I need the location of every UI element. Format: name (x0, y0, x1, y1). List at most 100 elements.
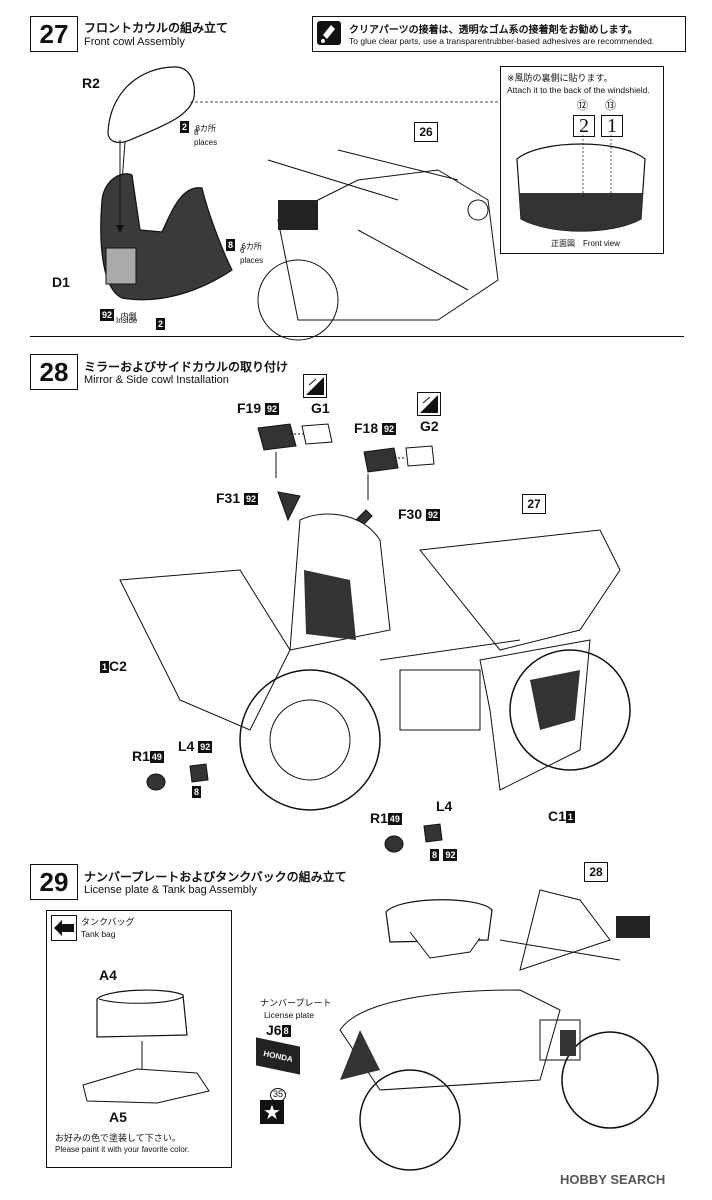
motorcycle-side-illustration-28 (119, 513, 631, 811)
clear-part-icon-g2 (417, 392, 441, 416)
part-r1a-text: R1 (132, 748, 150, 764)
windshield-front-view (516, 135, 646, 232)
inside-jp: 内側 (120, 312, 137, 321)
tank-bag-jp: タンクバッグ (81, 917, 135, 927)
part-c1-color: 1 (565, 811, 575, 824)
color-92-chip: 92 (100, 308, 115, 321)
color-2-chip: 2 (180, 120, 190, 133)
inside-en: Inside (116, 316, 138, 325)
part-f31-color: 92 (244, 493, 259, 506)
part-f30-label: F30 92 (398, 506, 441, 522)
part-c2-text: C2 (109, 658, 127, 674)
step-28-title-en: Mirror & Side cowl Installation (84, 374, 229, 386)
reflector-r1-left (146, 763, 209, 791)
leader-r2-to-view (190, 101, 500, 103)
ref-box-28: 28 (584, 862, 608, 882)
part-l4b-label: L4 (436, 798, 453, 814)
part-f19-text: F19 (237, 400, 262, 416)
part-j6-color: 8 (281, 1025, 291, 1038)
license-plate-en: License plate (264, 1010, 315, 1020)
front-view-jp: 正面図 (551, 239, 575, 248)
front-view-en: Front view (583, 239, 620, 248)
part-f19-label: F19 92 (237, 400, 280, 416)
part-f31-shape (277, 491, 301, 522)
part-r1b-text: R1 (370, 810, 388, 826)
step-27-title-jp: フロントカウルの組み立て (84, 21, 229, 35)
windshield-note-en: Attach it to the back of the windshield. (507, 85, 650, 95)
part-f19-color: 92 (265, 403, 280, 416)
part-l4a-label: L4 92 (178, 738, 213, 754)
motorcycle-rear-illustration-29 (339, 889, 659, 1171)
colors-8-92-note: 8 92 (430, 846, 458, 864)
step-29-title-jp: ナンバープレートおよびタンクバックの組み立て (84, 870, 347, 884)
decal-2-box: 2 (573, 115, 595, 137)
tank-bag-a4-shape (96, 989, 188, 1075)
color-8-chip: 8 (226, 238, 236, 251)
decal-1-box: 1 (601, 115, 623, 137)
tank-bag-assembled (385, 899, 493, 959)
step-27-frame (30, 54, 684, 337)
places-6-note: 8 6カ所 6 places (226, 236, 263, 265)
mirror-f19-g1 (257, 423, 333, 478)
watermark-text: HOBBY SEARCH (560, 1172, 666, 1187)
part-a4-label: A4 (99, 967, 117, 983)
part-f30-text: F30 (398, 506, 423, 522)
part-f18-text: F18 (354, 420, 379, 436)
glue-tip-en: To glue clear parts, use a transparentru… (349, 36, 655, 46)
optional-part-icon (51, 915, 77, 941)
part-f31-text: F31 (216, 490, 241, 506)
places-6-en: 6 places (240, 246, 264, 265)
step-28-title-jp: ミラーおよびサイドカウルの取り付け (84, 360, 289, 374)
color-8b-chip: 8 (430, 848, 440, 861)
watermark: HOBBY SEARCH (560, 1172, 665, 1187)
license-plate-text: HONDA (263, 1048, 293, 1064)
places-8-en: 8 places (194, 128, 218, 147)
places-6-jp: 6カ所 (241, 242, 262, 251)
glue-tip-box: クリアパーツの接着は、透明なゴム系の接着剤をお勧めします。 To glue cl… (312, 16, 686, 52)
part-r1a-color: 49 (149, 751, 164, 764)
windshield-note-jp: ※風防の裏側に貼ります。 (507, 73, 613, 83)
part-c2-color: 1 (100, 661, 110, 674)
part-g2-label: G2 (420, 418, 439, 434)
motorcycle-front-illustration-27 (257, 149, 499, 341)
color-92b-chip: 92 (443, 848, 458, 861)
part-c1-text: C1 (548, 808, 566, 824)
part-g1-label: G1 (311, 400, 330, 416)
step-27-title-en: Front cowl Assembly (84, 36, 185, 48)
part-r2-label: R2 (82, 75, 100, 91)
decal-12-number: ⑫ (577, 100, 588, 112)
ref-box-27: 27 (522, 494, 546, 514)
part-f18-label: F18 92 (354, 420, 397, 436)
part-d1-label: D1 (52, 274, 70, 290)
glue-tip-jp: クリアパーツの接着は、透明なゴム系の接着剤をお勧めします。 (349, 25, 638, 36)
color-8a-chip: 8 (192, 786, 202, 798)
part-f30-color: 92 (426, 509, 441, 522)
paint-note-en: Please paint it with your favorite color… (55, 1145, 190, 1154)
step-28-number: 28 (30, 354, 78, 390)
part-j6-text: J6 (266, 1022, 282, 1038)
reflector-r1-right (384, 823, 443, 853)
tank-bag-en: Tank bag (81, 929, 116, 939)
decal-star-icon: ★ (260, 1100, 284, 1124)
step-29-title-en: License plate & Tank bag Assembly (84, 884, 257, 896)
windshield-detail-box: ※風防の裏側に貼ります。 Attach it to the back of th… (500, 66, 664, 254)
step-27-number: 27 (30, 16, 78, 52)
color-2b-chip: 2 (156, 318, 166, 330)
license-plate-jp: ナンバープレート (260, 998, 332, 1008)
part-f18-color: 92 (382, 423, 397, 436)
tank-bag-a5-base (82, 1068, 210, 1104)
inside-note: 92 内側 Inside (100, 306, 138, 325)
part-r1b-color: 49 (387, 813, 402, 826)
front-cowl-d1 (100, 140, 233, 301)
part-l4a-color: 92 (198, 741, 213, 754)
part-l4a-text: L4 (178, 738, 195, 754)
mirror-f18-g2 (363, 445, 435, 500)
places-8-jp: 8カ所 (195, 124, 216, 133)
part-f31-label: F31 92 (216, 490, 259, 506)
places-8-note: 2 8カ所 8 places (180, 118, 217, 147)
tank-bag-box: タンクバッグ Tank bag A4 A5 お好みの色で塗装して下さい。 Ple… (46, 910, 232, 1168)
